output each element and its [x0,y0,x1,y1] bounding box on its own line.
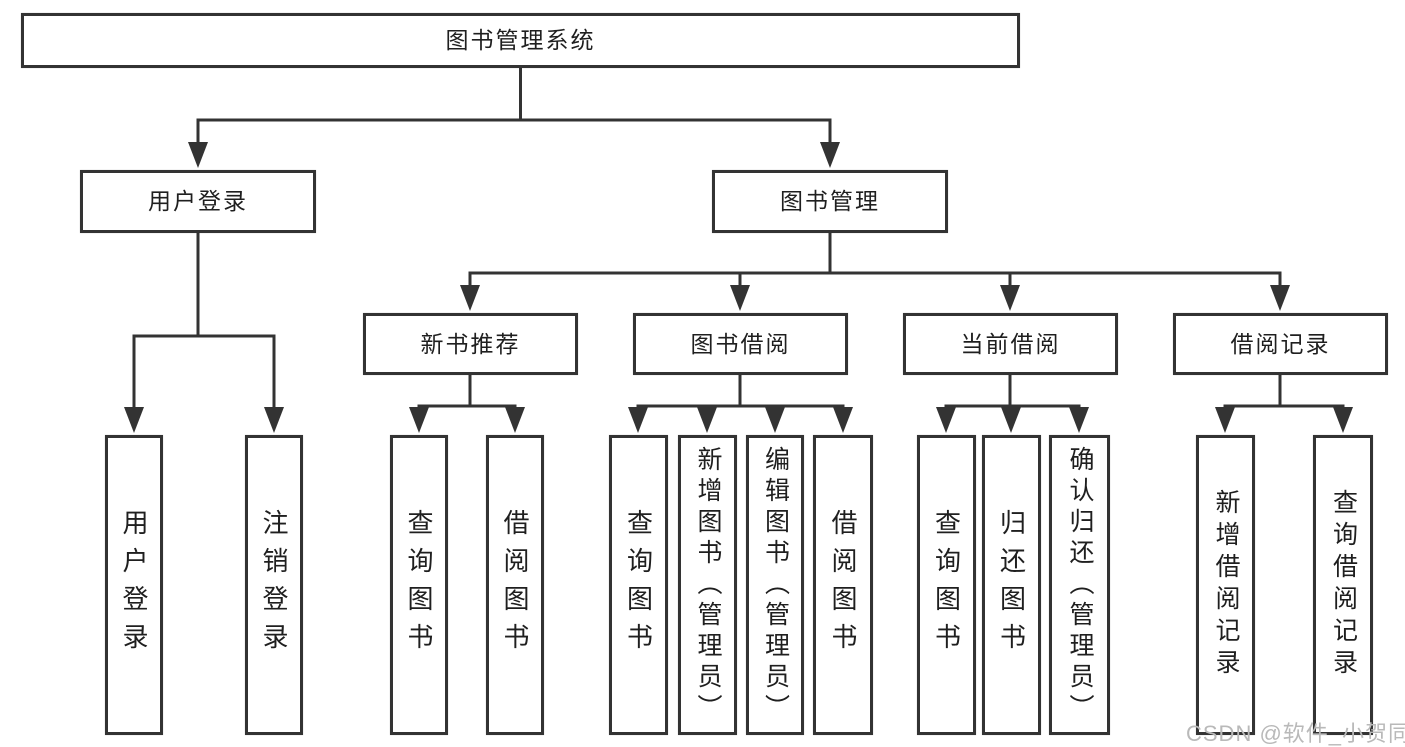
node-borrow-records: 借阅记录 [1173,313,1388,375]
node-new-book-recommend: 新书推荐 [363,313,578,375]
leaf-query-books-borrow: 查询图书 [609,435,668,735]
leaf-borrow-books-newbooks: 借阅图书 [486,435,544,735]
leaf-query-borrow-record: 查询借阅记录 [1313,435,1373,735]
watermark: CSDN @软件_小贺同学 [1186,721,1405,746]
node-current-borrow: 当前借阅 [903,313,1118,375]
leaf-edit-book-admin: 编辑图书（管理员） [746,435,804,735]
leaf-query-books-newbooks: 查询图书 [390,435,448,735]
node-user-login: 用户登录 [80,170,316,233]
leaf-return-book: 归还图书 [982,435,1041,735]
leaf-add-borrow-record: 新增借阅记录 [1196,435,1255,735]
leaf-add-book-admin: 新增图书（管理员） [678,435,737,735]
leaf-user-login: 用户登录 [105,435,163,735]
leaf-logout: 注销登录 [245,435,303,735]
leaf-confirm-return-admin: 确认归还（管理员） [1049,435,1110,735]
node-book-management: 图书管理 [712,170,948,233]
node-root: 图书管理系统 [21,13,1020,68]
node-book-borrow: 图书借阅 [633,313,848,375]
leaf-query-books-current: 查询图书 [917,435,976,735]
leaf-borrow-books-borrow: 借阅图书 [813,435,873,735]
